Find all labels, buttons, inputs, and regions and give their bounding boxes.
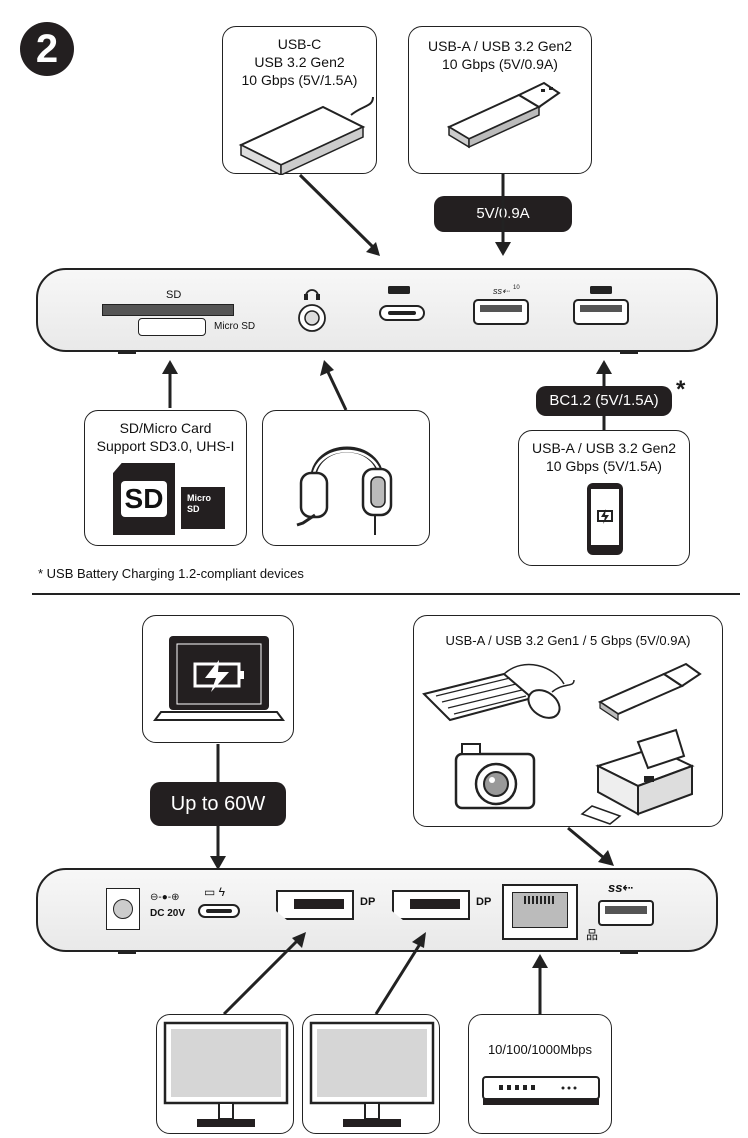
microsd-card-icon: Micro SD <box>181 487 225 529</box>
headset-card <box>262 410 430 546</box>
power-delivery-badge-text: Up to 60W <box>170 793 266 815</box>
microsd-text-1: Micro <box>187 493 212 503</box>
sd-slot-label: SD <box>166 289 182 301</box>
bc-asterisk: * <box>676 376 686 403</box>
usba-flash-card: USB-A / USB 3.2 Gen2 10 Gbps (5V/0.9A) <box>408 26 592 174</box>
dp-label-2: DP <box>476 896 492 908</box>
bc-charging-badge-text: BC1.2 (5V/1.5A) <box>549 392 659 409</box>
monitor-card-2 <box>302 1014 440 1134</box>
sd-card-card: SD/Micro Card Support SD3.0, UHS-I SD Mi… <box>84 410 247 546</box>
usba-power-badge: 5V/0.9A <box>434 196 572 232</box>
peripherals-card-title: USB-A / USB 3.2 Gen1 / 5 Gbps (5V/0.9A) <box>445 633 691 648</box>
laptop-card <box>142 615 294 743</box>
camera-icon <box>454 743 536 810</box>
network-icon: 品 <box>586 928 599 942</box>
dc-power-port[interactable] <box>106 888 140 930</box>
ethernet-port[interactable] <box>502 884 578 940</box>
external-drive-icon <box>238 96 374 175</box>
usba-power-badge-text: 5V/0.9A <box>476 205 530 222</box>
charge-card-line-1: USB-A / USB 3.2 Gen2 <box>532 440 676 456</box>
usb-ss-logo-bottom: ss⇠ <box>608 880 634 895</box>
network-switch-icon <box>482 1076 600 1105</box>
step-number-badge: 2 <box>20 22 74 76</box>
peripherals-card: USB-A / USB 3.2 Gen1 / 5 Gbps (5V/0.9A) <box>413 615 723 827</box>
usbc-card-line-2: USB 3.2 Gen2 <box>254 54 345 70</box>
headset-icon <box>296 446 393 535</box>
sd-card-icon: SD <box>113 463 175 535</box>
microsd-text-2: SD <box>187 504 200 514</box>
bc-charging-badge: BC1.2 (5V/1.5A) <box>536 386 672 416</box>
laptop-power-icon: ▭ ϟ <box>204 885 226 899</box>
phone-charging-icon <box>587 483 623 555</box>
network-speed-text: 10/100/1000Mbps <box>487 1042 593 1057</box>
power-delivery-badge: Up to 60W <box>150 782 286 826</box>
usba-port-rear[interactable] <box>598 900 654 926</box>
section-divider <box>32 593 740 595</box>
network-card: 10/100/1000Mbps <box>468 1014 612 1134</box>
monitor-card-1 <box>156 1014 294 1134</box>
phone-charging-card: USB-A / USB 3.2 Gen2 10 Gbps (5V/1.5A) <box>518 430 690 566</box>
sd-card-slot[interactable] <box>102 304 234 316</box>
sd-card-text: SD <box>121 481 167 517</box>
microsd-slot-label: Micro SD <box>214 321 256 332</box>
mouse-icon <box>527 679 575 719</box>
dc-label: DC 20V <box>150 908 186 919</box>
charge-card-line-2: 10 Gbps (5V/1.5A) <box>546 458 662 474</box>
usb-flash-drive-icon <box>446 81 561 149</box>
usbc-card-line-3: 10 Gbps (5V/1.5A) <box>241 72 358 88</box>
microsd-slot[interactable] <box>138 318 206 336</box>
laptop-charging-icon <box>153 636 285 721</box>
usba-card-line-2: 10 Gbps (5V/0.9A) <box>442 56 558 72</box>
usbc-card-line-1: USB-C <box>277 36 322 52</box>
usbc-power-port[interactable] <box>198 904 240 918</box>
sd-card-line-2: Support SD3.0, UHS-I <box>96 438 235 454</box>
sd-card-line-1: SD/Micro Card <box>119 420 212 436</box>
monitor-icon <box>163 1021 289 1127</box>
monitor-icon <box>309 1021 435 1127</box>
usbc-device-card: USB-C USB 3.2 Gen2 10 Gbps (5V/1.5A) <box>222 26 377 175</box>
usba-card-line-1: USB-A / USB 3.2 Gen2 <box>428 38 572 54</box>
dp-label-1: DP <box>360 896 376 908</box>
footnote: * USB Battery Charging 1.2-compliant dev… <box>38 566 304 581</box>
step-number: 2 <box>35 27 59 71</box>
printer-icon <box>580 728 695 825</box>
dc-polarity-icon: ⊖-●-⊕ <box>150 892 180 903</box>
usb-flash-drive-icon <box>597 662 702 722</box>
